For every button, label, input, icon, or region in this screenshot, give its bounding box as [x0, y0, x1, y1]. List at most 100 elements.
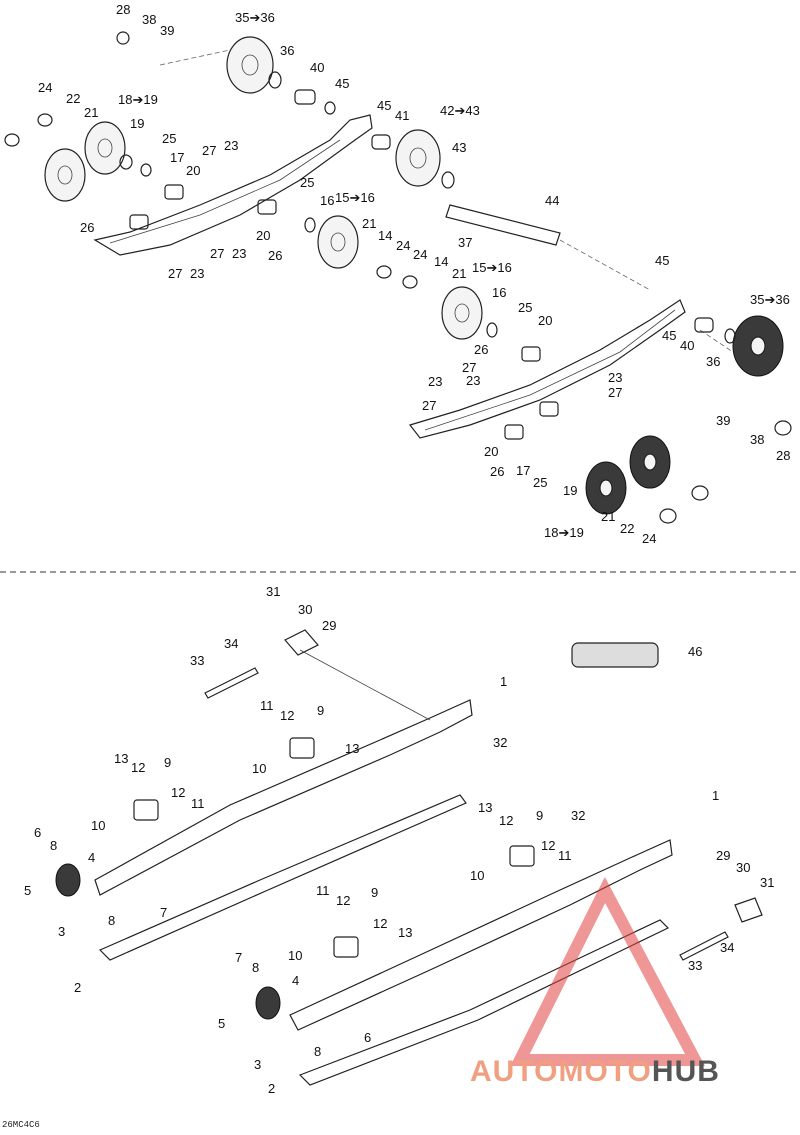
callout-label-u53: 27 [462, 360, 476, 375]
callout-label-u25: 15➔16 [335, 190, 375, 205]
callout-label-l28: 6 [34, 825, 41, 840]
callout-label-l4: 34 [224, 636, 238, 651]
callout-label-u43: 16 [492, 285, 506, 300]
bearing-19-left [119, 154, 133, 170]
wheel-18-left-outer [44, 148, 86, 202]
callout-label-u63: 24 [642, 531, 656, 546]
cross-shaft-33-right [679, 931, 729, 961]
callout-label-u28: 27 [210, 246, 224, 261]
callout-label-u45: 20 [538, 313, 552, 328]
callout-label-l44: 12 [373, 916, 387, 931]
cap-24-left [37, 113, 53, 127]
cap-24-right-b [691, 485, 709, 501]
callout-label-u9: 22 [66, 91, 80, 106]
callout-label-u66: 38 [750, 432, 764, 447]
wheel-35-right-hub [750, 336, 766, 356]
cross-brace [299, 649, 431, 721]
bracket-20-lower-mid [521, 346, 541, 362]
callout-label-l34: 7 [160, 905, 167, 920]
callout-label-l5: 33 [190, 653, 204, 668]
callout-label-l42: 12 [336, 893, 350, 908]
callout-label-l31: 5 [24, 883, 31, 898]
callout-label-l17: 12 [171, 785, 185, 800]
callout-label-l36: 29 [716, 848, 730, 863]
wheel-18-left-outer-hub [57, 165, 73, 185]
callout-label-u64: 18➔19 [544, 525, 584, 540]
callout-label-u41: 45 [655, 253, 669, 268]
callout-label-u36: 37 [458, 235, 472, 250]
upper-frame-arm [93, 114, 373, 256]
callout-label-l11: 32 [493, 735, 507, 750]
wheel-18-right-b-hub [599, 479, 613, 497]
callout-label-l40: 34 [720, 940, 734, 955]
cross-shaft-33 [204, 667, 259, 699]
callout-label-u31: 14 [378, 228, 392, 243]
callout-label-l39: 33 [688, 958, 702, 973]
callout-label-u13: 25 [162, 131, 176, 146]
callout-label-l9: 12 [280, 708, 294, 723]
callout-label-u2: 38 [142, 12, 156, 27]
wheel-35-top [226, 36, 274, 94]
bracket-20-right-a [539, 401, 559, 417]
bearing-16-upper [304, 217, 316, 233]
callout-label-u6: 40 [310, 60, 324, 75]
callout-label-u3: 39 [160, 23, 174, 38]
callout-label-u54: 23 [466, 373, 480, 388]
callout-label-u58: 17 [516, 463, 530, 478]
cap-24-mid [376, 265, 392, 279]
callout-label-l29: 8 [50, 838, 57, 853]
callout-label-l2: 30 [298, 602, 312, 617]
callout-label-l6: 46 [688, 644, 702, 659]
watermark-text: AUTOMOTOHUB [470, 1055, 720, 1089]
block-9-b [133, 799, 159, 821]
slide-2-back [98, 794, 467, 961]
callout-label-l12: 13 [345, 741, 359, 756]
cap-24-mid-b [402, 275, 418, 289]
callout-label-l7: 1 [500, 674, 507, 689]
callout-label-u49: 36 [706, 354, 720, 369]
document-code: 26MC4C6 [2, 1120, 40, 1130]
callout-label-u32: 24 [396, 238, 410, 253]
callout-label-u67: 28 [776, 448, 790, 463]
wheel-42-hub [409, 147, 427, 169]
callout-label-l30: 4 [88, 850, 95, 865]
callout-label-u42: 35➔36 [750, 292, 790, 307]
callout-label-u12: 19 [130, 116, 144, 131]
callout-label-l45: 13 [398, 925, 412, 940]
block-9-c [509, 845, 535, 867]
callout-label-u19: 41 [395, 108, 409, 123]
callout-label-u51: 27 [608, 385, 622, 400]
callout-label-l52: 8 [314, 1044, 321, 1059]
callout-label-l3: 29 [322, 618, 336, 633]
callout-label-u23: 25 [300, 175, 314, 190]
axle-centerline-upper [159, 49, 231, 66]
callout-label-l15: 12 [131, 760, 145, 775]
callout-label-u20: 42➔43 [440, 103, 480, 118]
wheel-35-top-hub [241, 54, 259, 76]
callout-label-l49: 4 [292, 973, 299, 988]
spacer-41 [371, 134, 391, 150]
callout-label-u46: 26 [474, 342, 488, 357]
callout-label-l18: 11 [191, 796, 205, 811]
callout-label-u55: 27 [422, 398, 436, 413]
wheel-18-left-inner-hub [97, 138, 113, 158]
cap-28-right [774, 420, 792, 436]
callout-label-u1: 28 [116, 2, 130, 17]
watermark-triangle [510, 876, 705, 1066]
callout-label-l13: 10 [252, 761, 266, 776]
bracket-30-right [734, 897, 763, 923]
wheel-15-lower [441, 286, 483, 340]
bracket-20-right-b [504, 424, 524, 440]
spacer-40-top [294, 89, 316, 105]
callout-label-u21: 43 [452, 140, 466, 155]
wheel-15-upper [317, 215, 359, 269]
callout-label-l38: 31 [760, 875, 774, 890]
cap-24-right [659, 508, 677, 524]
callout-label-u29: 23 [232, 246, 246, 261]
bearing-16-lower [486, 322, 498, 338]
spacer-40-right [694, 317, 714, 333]
callout-label-l21: 32 [571, 808, 585, 823]
callout-label-u16: 27 [202, 143, 216, 158]
